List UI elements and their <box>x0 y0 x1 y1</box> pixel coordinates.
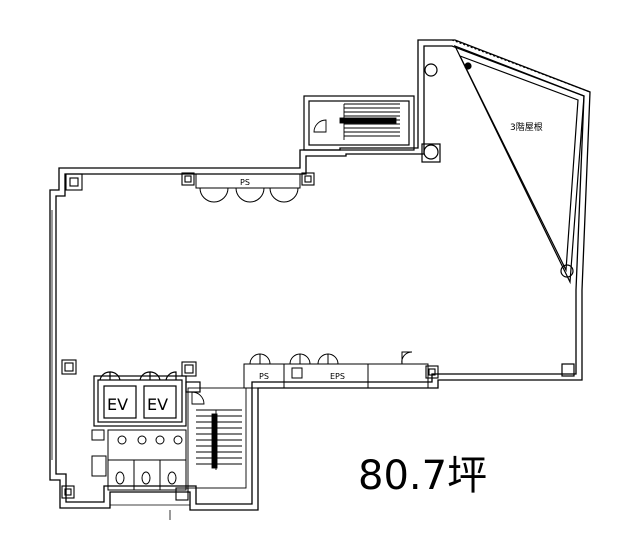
roof-label: 3階屋根 <box>510 121 543 133</box>
shaft-band <box>243 351 429 389</box>
ps-bottom-label: PS <box>259 372 269 381</box>
roof-area <box>451 39 591 285</box>
restroom-block <box>91 429 187 491</box>
area-label: 80.7坪 <box>358 453 488 499</box>
upper-stair <box>313 103 400 140</box>
columns <box>61 172 439 501</box>
elevator-block <box>93 371 201 427</box>
ev-left-label: EV <box>107 395 128 414</box>
ps-top-label: PS <box>240 178 250 187</box>
eps-label: EPS <box>330 372 345 381</box>
outer-walls <box>49 39 591 511</box>
lower-stair <box>187 387 247 489</box>
stair-tower-walls <box>303 95 415 151</box>
wall-details <box>51 210 190 520</box>
column-circles <box>421 62 575 377</box>
ev-right-label: EV <box>147 395 168 414</box>
ps-top <box>195 173 301 203</box>
